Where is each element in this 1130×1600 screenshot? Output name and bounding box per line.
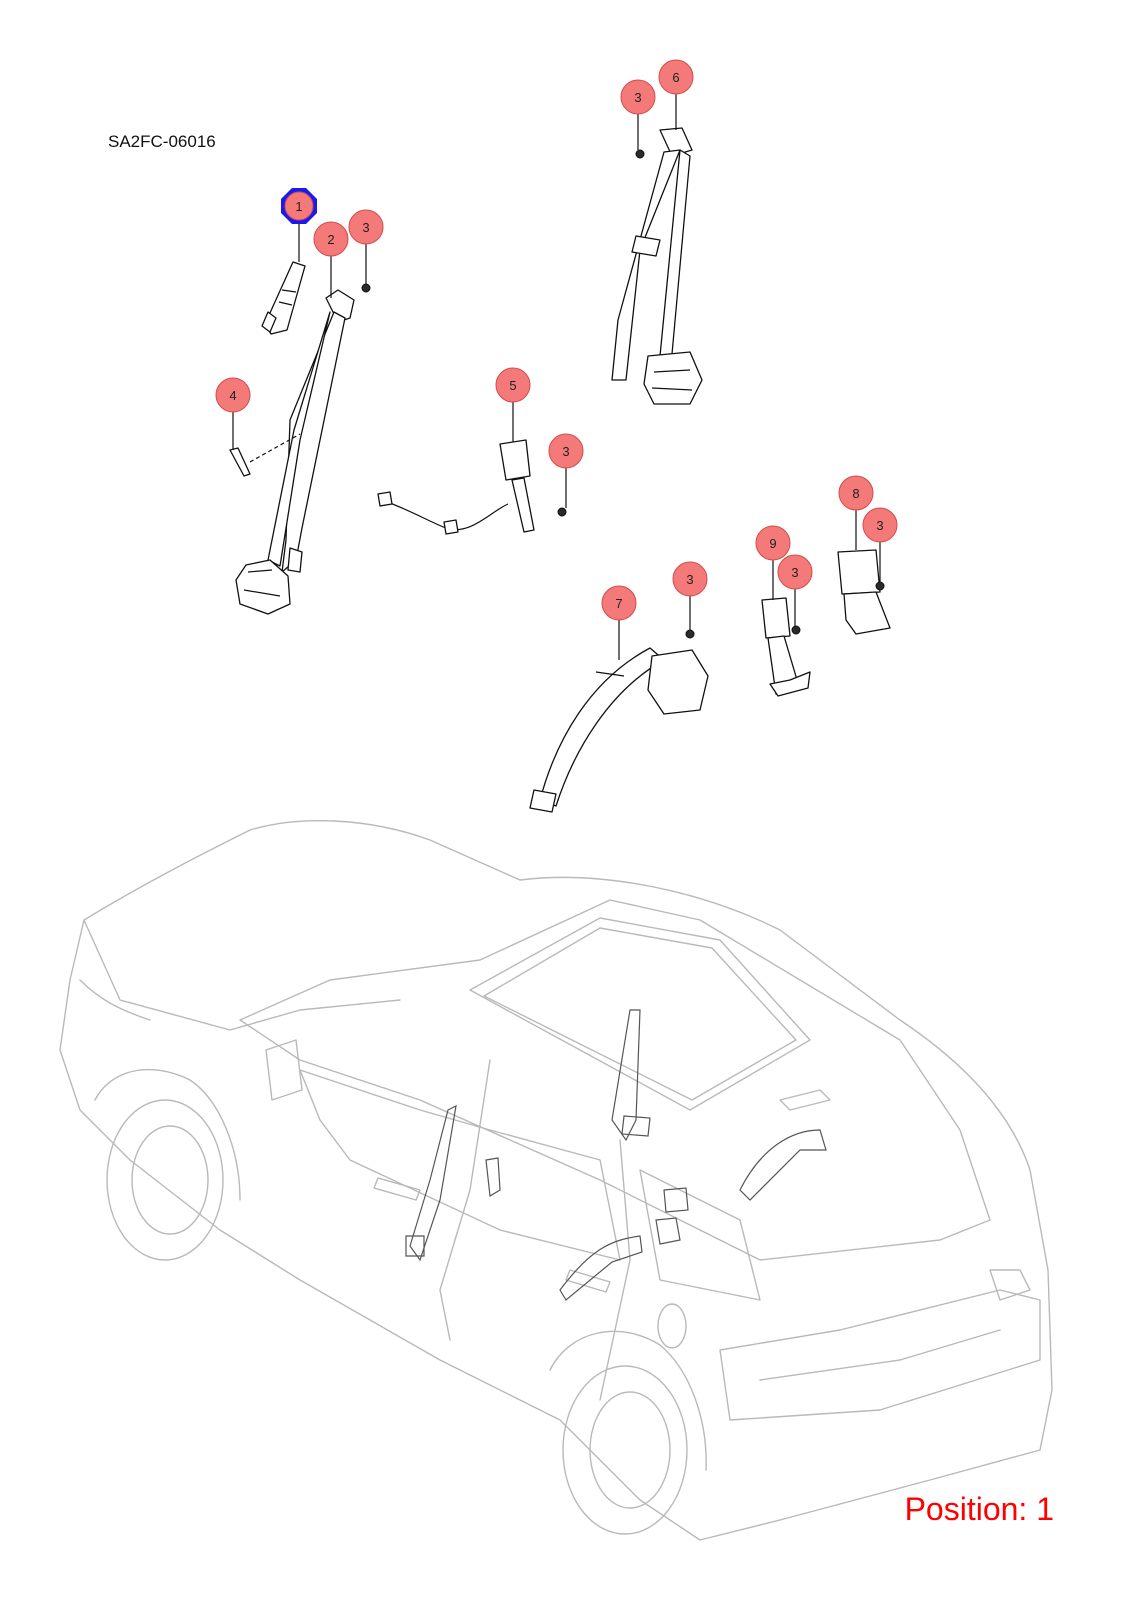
callout-3-e[interactable]: 3: [777, 554, 813, 590]
callout-3-c[interactable]: 3: [620, 79, 656, 115]
callout-9-number: 9: [769, 536, 776, 551]
callout-4[interactable]: 4: [215, 377, 251, 413]
callout-3-d-number: 3: [686, 572, 693, 587]
callout-3-f[interactable]: 3: [862, 507, 898, 543]
part-front-left-retractor: [235, 289, 355, 615]
callout-6[interactable]: 6: [658, 59, 694, 95]
callout-8[interactable]: 8: [838, 475, 874, 511]
callout-3-e-number: 3: [791, 565, 798, 580]
part-height-adjuster: [261, 261, 306, 335]
callout-7-number: 7: [615, 596, 622, 611]
callout-3-b[interactable]: 3: [548, 433, 584, 469]
callout-2[interactable]: 2: [313, 221, 349, 257]
callout-2-number: 2: [327, 232, 334, 247]
callout-3-f-number: 3: [876, 518, 883, 533]
bolt-group: [361, 149, 885, 639]
callout-1-number: 1: [295, 199, 302, 214]
callout-5[interactable]: 5: [495, 367, 531, 403]
part-belt-guide: [229, 433, 301, 477]
callout-7[interactable]: 7: [601, 585, 637, 621]
vehicle-installed-belts: [405, 1009, 827, 1301]
callout-3-b-number: 3: [562, 444, 569, 459]
part-rear-buckle: [761, 597, 811, 697]
callout-9[interactable]: 9: [755, 525, 791, 561]
callout-4-number: 4: [229, 388, 236, 403]
callout-6-number: 6: [672, 70, 679, 85]
part-rear-double-buckle: [837, 549, 891, 635]
callout-3-a[interactable]: 3: [348, 209, 384, 245]
part-rear-retractor: [529, 647, 709, 813]
callout-3-a-number: 3: [362, 220, 369, 235]
callout-1[interactable]: 1: [281, 188, 317, 224]
position-indicator: Position: 1: [904, 1491, 1054, 1527]
part-front-right-retractor: [611, 127, 703, 405]
leader-lines: [232, 94, 881, 660]
part-front-buckle: [377, 439, 535, 535]
callout-3-d[interactable]: 3: [672, 561, 708, 597]
callout-3-c-number: 3: [634, 90, 641, 105]
diagram-code: SA2FC-06016: [108, 132, 216, 151]
callout-5-number: 5: [509, 378, 516, 393]
callout-8-number: 8: [852, 486, 859, 501]
vehicle-outline: [59, 820, 1053, 1541]
